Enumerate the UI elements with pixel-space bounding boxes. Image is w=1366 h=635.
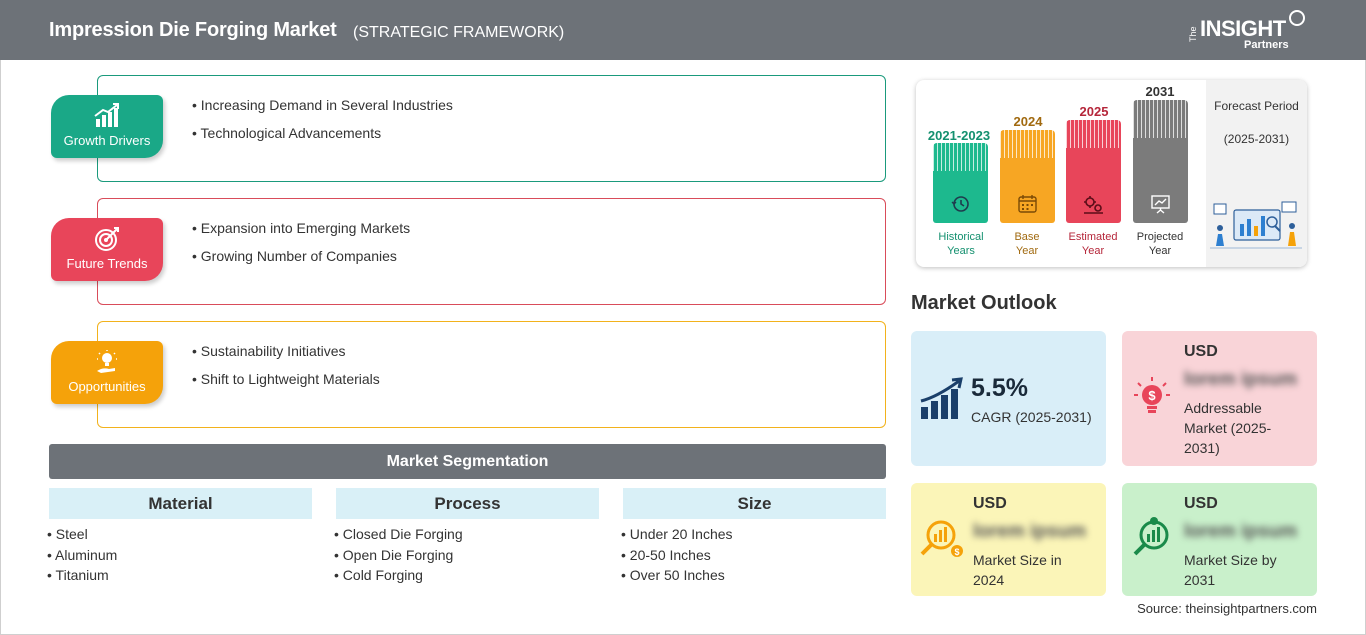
timeline-bar-historical (933, 143, 988, 223)
cagr-tile: 5.5% CAGR (2025-2031) (911, 331, 1106, 466)
segment-list-process: Closed Die Forging Open Die Forging Cold… (334, 526, 463, 588)
market-size-2031-tile: USD lorem ipsum Market Size by 2031 (1122, 483, 1317, 596)
list-item: 20-50 Inches (621, 547, 733, 568)
badge-label: Growth Drivers (63, 133, 151, 148)
forecast-title: Forecast Period (1214, 99, 1299, 113)
size-2024-value: lorem ipsum (973, 521, 1086, 542)
timeline-year: 2021-2023 (927, 128, 991, 143)
svg-text:$: $ (1148, 388, 1156, 403)
cagr-value: 5.5% (971, 374, 1028, 402)
segment-heading-size: Size (623, 488, 886, 519)
list-item: Expansion into Emerging Markets (192, 219, 410, 247)
segment-heading-process: Process (336, 488, 599, 519)
growth-chart-icon (920, 377, 963, 419)
segment-list-material: Steel Aluminum Titanium (47, 526, 117, 588)
timeline-bar-projected (1133, 100, 1188, 223)
target-icon (95, 227, 119, 251)
list-item: Shift to Lightweight Materials (192, 370, 380, 398)
growth-drivers-badge: Growth Drivers (51, 95, 163, 158)
future-trends-badge: Future Trends (51, 218, 163, 281)
list-item: Under 20 Inches (621, 526, 733, 547)
list-item: Growing Number of Companies (192, 247, 410, 275)
insight-partners-logo[interactable]: The INSIGHT Partners (1188, 10, 1308, 52)
size-2031-value: lorem ipsum (1184, 521, 1297, 542)
opportunities-card: Sustainability Initiatives Shift to Ligh… (97, 321, 886, 428)
timeline-year: 2024 (1013, 114, 1043, 129)
list-item: Steel (47, 526, 117, 547)
size-2031-currency: USD (1184, 495, 1218, 512)
list-item: Open Die Forging (334, 547, 463, 568)
calendar-icon (1018, 195, 1037, 213)
header-bar: Impression Die Forging Market (STRATEGIC… (0, 0, 1366, 60)
gears-icon (1084, 196, 1103, 214)
list-item: Cold Forging (334, 567, 463, 588)
timeline-bar-base (1000, 130, 1055, 223)
list-item: Closed Die Forging (334, 526, 463, 547)
timeline-year: 2025 (1079, 104, 1109, 119)
analytics-people-icon (1210, 201, 1302, 249)
size-2024-currency: USD (973, 495, 1007, 512)
list-item: Sustainability Initiatives (192, 342, 380, 370)
page-subtitle: (STRATEGIC FRAMEWORK) (353, 24, 565, 41)
market-growth-search-icon (1133, 517, 1169, 556)
timeline-panel: 2021-2023 Historical Years 2024 Base Yea… (916, 80, 1307, 267)
forecast-period: (2025-2031) (1223, 132, 1290, 146)
page-title: Impression Die Forging Market (49, 19, 337, 41)
addressable-currency: USD (1184, 343, 1218, 360)
badge-label: Future Trends (66, 256, 148, 271)
presentation-board-icon (1151, 195, 1170, 214)
segment-list-size: Under 20 Inches 20-50 Inches Over 50 Inc… (621, 526, 733, 588)
size-2024-label: Market Size in 2024 (973, 552, 1062, 588)
logo-ring-icon (1289, 10, 1305, 26)
timeline-bar-estimated (1066, 120, 1121, 223)
bar-chart-growth-icon (94, 103, 119, 127)
market-size-2024-tile: $ USD lorem ipsum Market Size in 2024 (911, 483, 1106, 596)
timeline-year: 2031 (1145, 84, 1175, 99)
future-trends-card: Expansion into Emerging Markets Growing … (97, 198, 886, 305)
growth-drivers-card: Increasing Demand in Several Industries … (97, 75, 886, 182)
list-item: Increasing Demand in Several Industries (192, 96, 453, 124)
list-item: Aluminum (47, 547, 117, 568)
size-2031-label: Market Size by 2031 (1184, 552, 1277, 588)
lightbulb-hand-icon (97, 350, 117, 373)
list-item: Over 50 Inches (621, 567, 733, 588)
list-item: Titanium (47, 567, 117, 588)
opportunities-badge: Opportunities (51, 341, 163, 404)
timeline-label: Projected Year (1136, 231, 1184, 257)
history-clock-icon (951, 196, 969, 212)
segment-heading-material: Material (49, 488, 312, 519)
timeline-label: Base Year (1014, 231, 1040, 257)
market-search-icon: $ (920, 520, 963, 557)
addressable-market-tile: $ USD lorem ipsum Addressable Market (20… (1122, 331, 1317, 466)
addressable-value: lorem ipsum (1184, 369, 1297, 390)
cagr-label: CAGR (2025-2031) (971, 409, 1092, 425)
market-outlook-title: Market Outlook (911, 292, 1057, 314)
segmentation-title: Market Segmentation (49, 444, 886, 479)
timeline-label: Estimated Year (1068, 231, 1118, 257)
badge-label: Opportunities (68, 379, 146, 394)
dollar-lightbulb-icon: $ (1134, 377, 1170, 413)
source-note: Source: theinsightpartners.com (1137, 601, 1317, 616)
svg-text:$: $ (954, 547, 959, 557)
list-item: Technological Advancements (192, 124, 453, 152)
timeline-label: Historical Years (938, 231, 984, 257)
addressable-label: Addressable Market (2025-2031) (1184, 400, 1272, 456)
